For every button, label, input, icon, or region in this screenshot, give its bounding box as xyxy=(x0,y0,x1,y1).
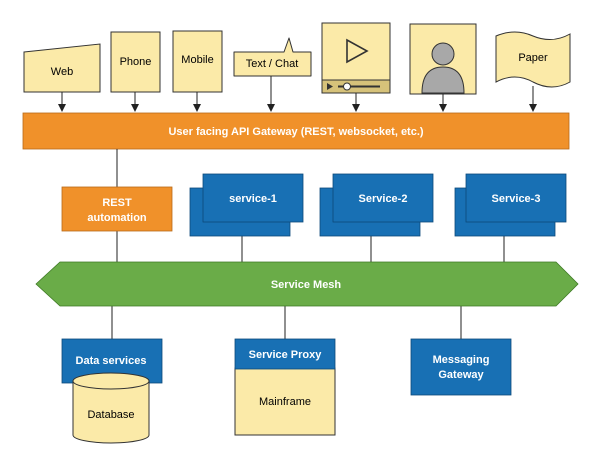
mainframe-label: Mainframe xyxy=(259,396,311,408)
client-mobile: Mobile xyxy=(172,30,223,93)
service-mesh-label: Service Mesh xyxy=(271,279,342,291)
mainframe: Mainframe xyxy=(234,367,336,436)
client-chat-label: Text / Chat xyxy=(246,58,299,70)
service-1-label: service-1 xyxy=(229,193,277,205)
rest-automation-line2: automation xyxy=(87,212,147,224)
messaging-gateway-line2: Gateway xyxy=(438,369,484,381)
connector-lines xyxy=(111,149,505,339)
service-3: Service-3 xyxy=(454,173,567,237)
rest-automation: REST automation xyxy=(61,186,173,232)
database-cylinder: Database xyxy=(72,372,150,444)
user-avatar-icon xyxy=(409,23,477,95)
client-web-label: Web xyxy=(51,66,73,78)
api-gateway: User facing API Gateway (REST, websocket… xyxy=(22,112,570,150)
messaging-gateway: Messaging Gateway xyxy=(410,338,512,396)
service-1: service-1 xyxy=(189,173,304,237)
client-paper-label: Paper xyxy=(518,52,548,64)
client-phone: Phone xyxy=(110,31,161,93)
service-proxy: Service Proxy xyxy=(234,338,336,370)
client-web: Web xyxy=(23,43,101,93)
service-2: Service-2 xyxy=(319,173,434,237)
database-label: Database xyxy=(87,409,134,421)
rest-automation-line1: REST xyxy=(102,197,132,209)
client-paper: Paper xyxy=(495,31,571,88)
service-proxy-label: Service Proxy xyxy=(249,349,323,361)
service-mesh: Service Mesh xyxy=(35,261,579,307)
client-mobile-label: Mobile xyxy=(181,54,213,66)
service-3-label: Service-3 xyxy=(492,193,541,205)
service-2-label: Service-2 xyxy=(359,193,408,205)
client-arrows xyxy=(58,76,537,112)
api-gateway-label: User facing API Gateway (REST, websocket… xyxy=(168,126,423,138)
data-services-label: Data services xyxy=(76,355,147,367)
messaging-gateway-line1: Messaging xyxy=(433,354,490,366)
client-chat: Text / Chat xyxy=(233,37,312,77)
client-phone-label: Phone xyxy=(120,56,152,68)
video-player-icon xyxy=(321,22,391,94)
